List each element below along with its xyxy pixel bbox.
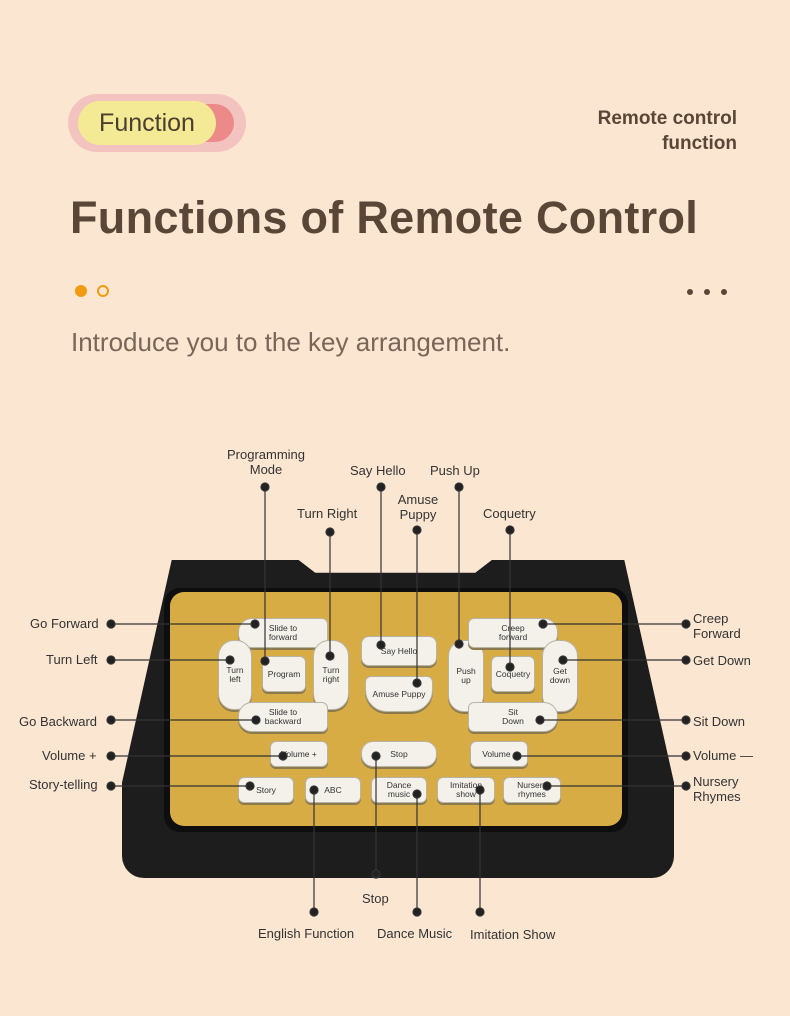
label-turn-right: Turn Right — [297, 506, 358, 521]
label-story-telling: Story-telling — [29, 777, 98, 792]
label-imitation-show: Imitation Show — [470, 927, 556, 942]
say-hello-button[interactable]: Say Hello — [361, 636, 437, 666]
label-sit-down: Sit Down — [693, 714, 746, 729]
section-caption: Remote control function — [537, 106, 737, 156]
label-go-forward: Go Forward — [30, 616, 99, 631]
label-stop: Stop — [362, 891, 389, 906]
label-english-function: English Function — [258, 926, 355, 941]
pager-dot-active-icon — [75, 285, 87, 297]
section-caption-line2: function — [662, 133, 737, 154]
story-button[interactable]: Story — [238, 777, 294, 803]
page-title: Functions of Remote Control — [70, 192, 699, 243]
label-turn-left: Turn Left — [46, 652, 98, 667]
pager-dot-inactive-icon — [97, 285, 109, 297]
label-coquetry: Coquetry — [483, 506, 536, 521]
intro-text: Introduce you to the key arrangement. — [71, 327, 511, 357]
label-volume-minus: Volume — — [693, 748, 753, 763]
amuse-puppy-button[interactable]: Amuse Puppy — [365, 676, 433, 712]
label-push-up: Push Up — [430, 463, 480, 478]
more-dots-icon — [687, 289, 727, 295]
function-badge-label: Function — [78, 101, 216, 145]
label-go-backward: Go Backward — [19, 714, 98, 729]
label-volume-plus: Volume + — [42, 748, 97, 763]
section-caption-line1: Remote control — [597, 108, 737, 129]
label-say-hello: Say Hello — [350, 463, 406, 478]
coquetry-button[interactable]: Coquetry — [491, 656, 535, 692]
label-get-down: Get Down — [693, 653, 751, 668]
label-dance-music: Dance Music — [377, 926, 453, 941]
